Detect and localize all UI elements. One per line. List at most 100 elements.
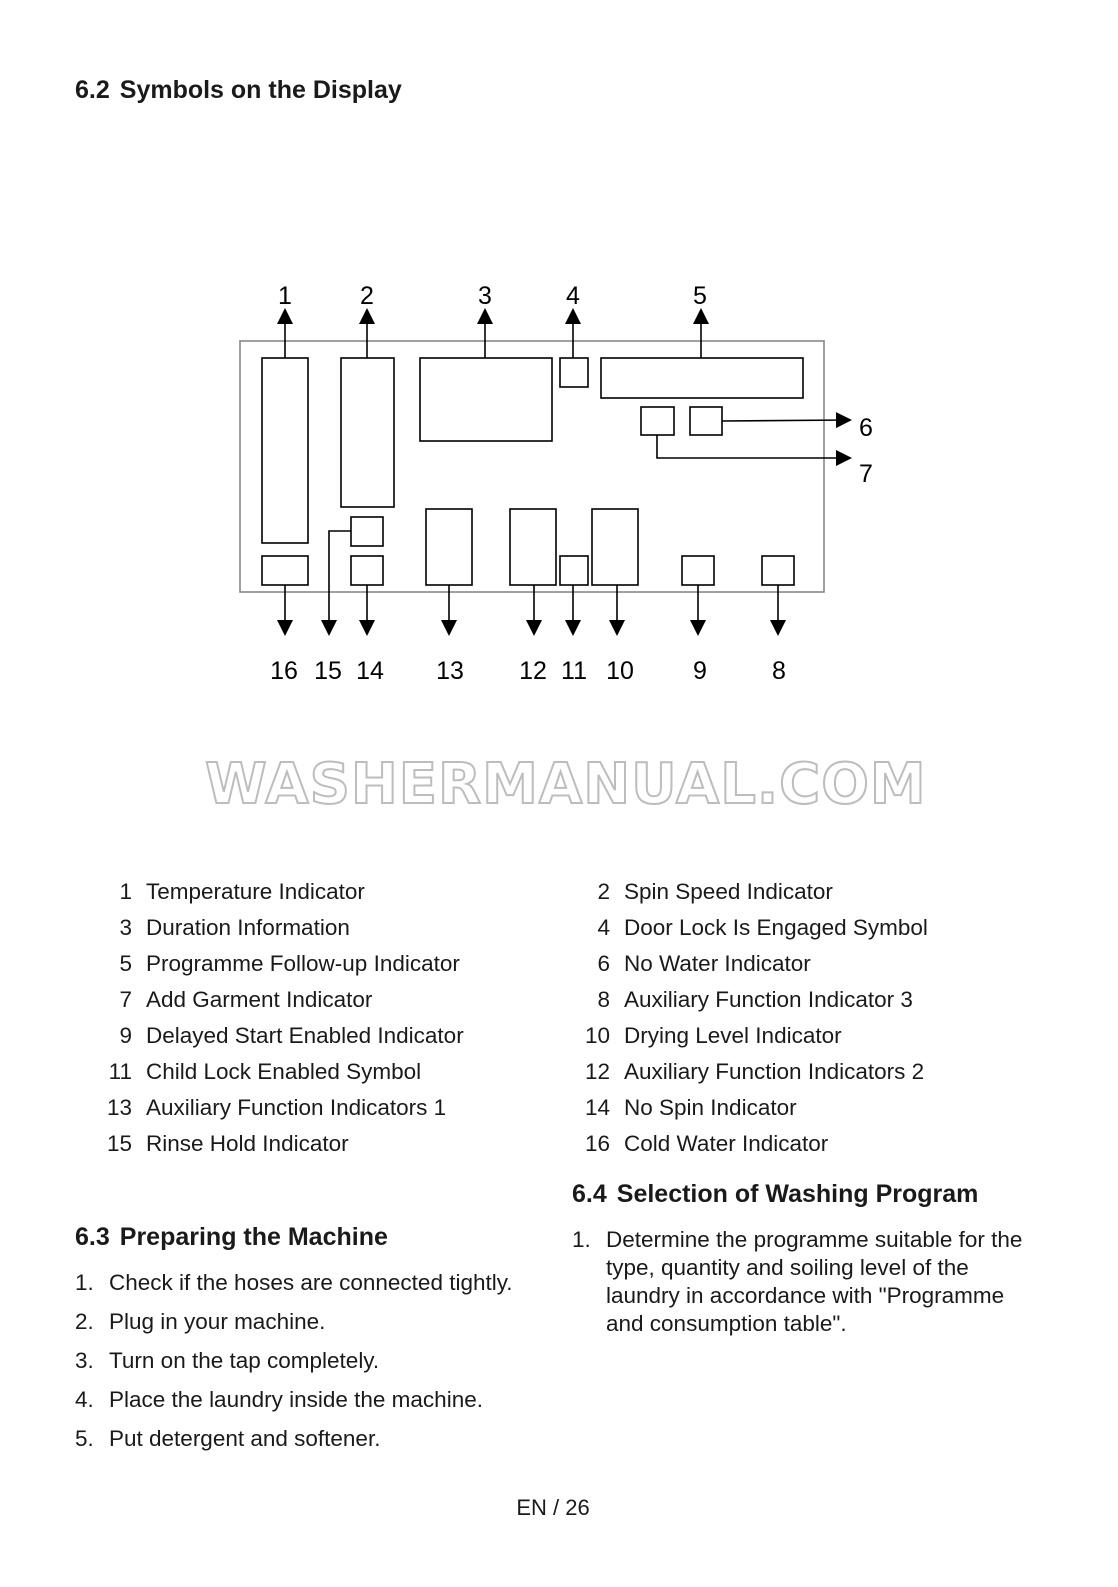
label-15: 15 [314, 657, 342, 685]
legend-text: Spin Speed Indicator [624, 879, 833, 904]
legend-text: Child Lock Enabled Symbol [146, 1059, 422, 1084]
legend-number: 15 [106, 1131, 132, 1156]
legend-number: 12 [584, 1059, 610, 1084]
label-13: 13 [436, 657, 464, 685]
legend-number: 8 [597, 987, 610, 1012]
section-number: 6.4 [572, 1180, 607, 1208]
legend-item: 13 Auxiliary Function Indicators 1 [100, 1095, 446, 1121]
symbol-11-box [559, 555, 589, 586]
legend-item: 11 Child Lock Enabled Symbol [100, 1059, 422, 1085]
symbol-7-box [640, 406, 675, 436]
label-8: 8 [772, 657, 786, 685]
preparation-steps: 1. Check if the hoses are connected tight… [75, 1269, 515, 1464]
legend-text: Auxiliary Function Indicators 1 [146, 1095, 447, 1120]
legend-number: 11 [108, 1059, 132, 1084]
symbol-4-box [559, 357, 589, 388]
legend-text: Auxiliary Function Indicators 2 [624, 1059, 925, 1084]
list-item: 1. Check if the hoses are connected tight… [75, 1269, 515, 1297]
step-text: Put detergent and softener. [109, 1426, 381, 1451]
section-title: Symbols on the Display [119, 76, 402, 104]
list-item: 3. Turn on the tap completely. [75, 1347, 515, 1375]
step-number: 1. [75, 1270, 94, 1295]
symbol-2-box [340, 357, 395, 508]
symbol-8-box [761, 555, 795, 586]
label-14: 14 [356, 657, 384, 685]
legend-text: Drying Level Indicator [624, 1023, 842, 1048]
legend-number: 10 [584, 1023, 610, 1048]
page-number: EN / 26 [516, 1495, 590, 1520]
label-7: 7 [859, 460, 873, 488]
legend-item: 7 Add Garment Indicator [100, 987, 372, 1013]
legend-item: 15 Rinse Hold Indicator [100, 1131, 349, 1157]
symbol-5-box [600, 357, 804, 399]
label-1: 1 [278, 282, 292, 310]
legend-number: 3 [119, 915, 132, 940]
legend-item: 14 No Spin Indicator [578, 1095, 797, 1121]
symbol-13-box [425, 508, 473, 586]
step-number: 2. [75, 1309, 94, 1334]
section-title: Preparing the Machine [119, 1223, 388, 1251]
symbol-15-box [350, 516, 384, 547]
symbol-6-box [689, 406, 723, 436]
legend-item: 10 Drying Level Indicator [578, 1023, 842, 1049]
step-number: 5. [75, 1426, 94, 1451]
section-heading-6-4: 6.4 Selection of Washing Program [572, 1180, 978, 1209]
step-text: Turn on the tap completely. [109, 1348, 380, 1373]
label-5: 5 [693, 282, 707, 310]
symbol-12-box [509, 508, 557, 586]
step-number: 3. [75, 1348, 94, 1373]
label-11: 11 [561, 657, 587, 685]
display-symbols-diagram: 1 2 3 4 5 6 7 8 9 10 11 12 13 14 15 16 [239, 282, 873, 685]
legend-item: 8 Auxiliary Function Indicator 3 [578, 987, 913, 1013]
legend-text: Delayed Start Enabled Indicator [146, 1023, 464, 1048]
symbol-3-box [419, 357, 553, 442]
legend-number: 7 [119, 987, 132, 1012]
legend-item: 3 Duration Information [100, 915, 350, 941]
legend-text: Door Lock Is Engaged Symbol [624, 915, 928, 940]
legend-number: 14 [584, 1095, 610, 1120]
section-number: 6.3 [75, 1223, 110, 1251]
step-text: Check if the hoses are connected tightly… [109, 1270, 513, 1295]
label-6: 6 [859, 414, 873, 442]
step-number: 1. [572, 1227, 591, 1252]
symbol-16-box [261, 555, 309, 586]
legend-text: No Water Indicator [624, 951, 811, 976]
list-item: 5. Put detergent and softener. [75, 1425, 515, 1453]
label-16: 16 [270, 657, 298, 685]
label-3: 3 [478, 282, 492, 310]
symbol-10-box [591, 508, 639, 586]
legend-number: 9 [119, 1023, 132, 1048]
step-number: 4. [75, 1387, 94, 1412]
legend-item: 12 Auxiliary Function Indicators 2 [578, 1059, 924, 1085]
legend-text: Auxiliary Function Indicator 3 [624, 987, 913, 1012]
section-heading-6-3: 6.3 Preparing the Machine [75, 1223, 388, 1252]
legend-text: Duration Information [146, 915, 350, 940]
legend-text: Programme Follow-up Indicator [146, 951, 460, 976]
legend-text: Add Garment Indicator [146, 987, 373, 1012]
legend-text: Temperature Indicator [146, 879, 365, 904]
symbol-14-box [350, 555, 384, 586]
step-text: Plug in your machine. [109, 1309, 326, 1334]
legend-item: 9 Delayed Start Enabled Indicator [100, 1023, 464, 1049]
section-title: Selection of Washing Program [616, 1180, 979, 1208]
symbol-1-box [261, 357, 309, 544]
section-number: 6.2 [75, 76, 110, 104]
step-text: Determine the programme suitable for the… [606, 1227, 1023, 1336]
legend-number: 6 [597, 951, 610, 976]
program-selection-steps: 1. Determine the programme suitable for t… [572, 1226, 1042, 1349]
label-9: 9 [693, 657, 707, 685]
symbol-9-box [681, 555, 715, 586]
legend-number: 16 [584, 1131, 610, 1156]
list-item: 1. Determine the programme suitable for t… [572, 1226, 1042, 1338]
legend-text: No Spin Indicator [624, 1095, 797, 1120]
step-text: Place the laundry inside the machine. [109, 1387, 483, 1412]
legend-text: Rinse Hold Indicator [146, 1131, 349, 1156]
list-item: 2. Plug in your machine. [75, 1308, 515, 1336]
legend-number: 13 [106, 1095, 132, 1120]
label-10: 10 [606, 657, 634, 685]
